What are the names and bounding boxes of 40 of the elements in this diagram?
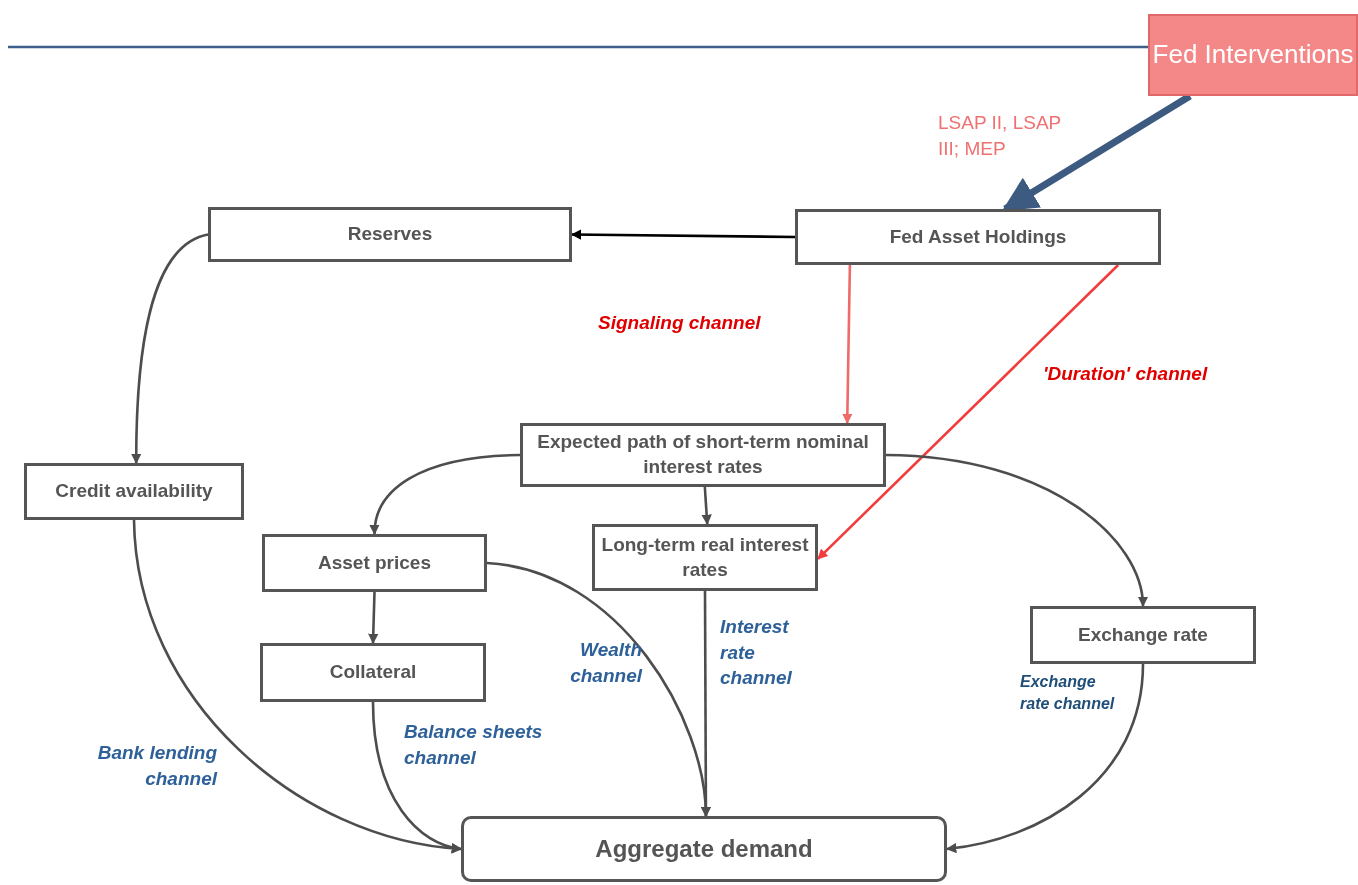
process-box (520, 423, 886, 487)
node-label: Fed Interventions (1152, 38, 1354, 72)
node-label: Collateral (329, 660, 417, 685)
edge-label: Interest rate channel (720, 615, 793, 691)
edge-label: Signaling channel (598, 311, 762, 335)
edge-label: Bank lending channel (96, 741, 217, 791)
arrow (945, 663, 1145, 853)
process-box (795, 209, 1161, 265)
node-label: Exchange rate (1078, 622, 1208, 647)
arrow (701, 486, 712, 526)
process-box (24, 463, 244, 520)
node-label: Aggregate demand (595, 834, 813, 865)
arrow (370, 453, 521, 536)
arrow (368, 591, 379, 645)
node-label: Asset prices (318, 550, 431, 575)
edge-label: LSAP II, LSAP III; MEP (938, 111, 1062, 161)
process-box (262, 534, 487, 592)
node-label: Long-term real interest rates (600, 532, 810, 582)
intervention-box (1148, 14, 1358, 96)
node-label: Fed Asset Holdings (889, 224, 1067, 249)
edge-label: Exchange rate channel (1020, 672, 1116, 714)
arrow (570, 229, 795, 240)
process-box (260, 643, 486, 702)
arrow (817, 264, 1120, 560)
node-label: Credit availability (55, 479, 213, 504)
arrow (842, 264, 853, 425)
process-box (1030, 606, 1256, 664)
node-label: Expected path of short-term nominal interest rates (536, 430, 870, 479)
process-box (208, 207, 572, 262)
edge-label: 'Duration' channel (1043, 362, 1209, 386)
arrow (700, 591, 712, 818)
arrow (131, 233, 209, 465)
arrow (371, 701, 462, 853)
arrow (885, 453, 1148, 608)
process-box (592, 524, 818, 591)
edge-label: Balance sheets channel (404, 720, 544, 770)
node-label: Reserves (347, 222, 433, 247)
arrow (132, 519, 463, 853)
edge-label: Wealth channel (569, 638, 642, 688)
outcome-box (461, 816, 947, 882)
